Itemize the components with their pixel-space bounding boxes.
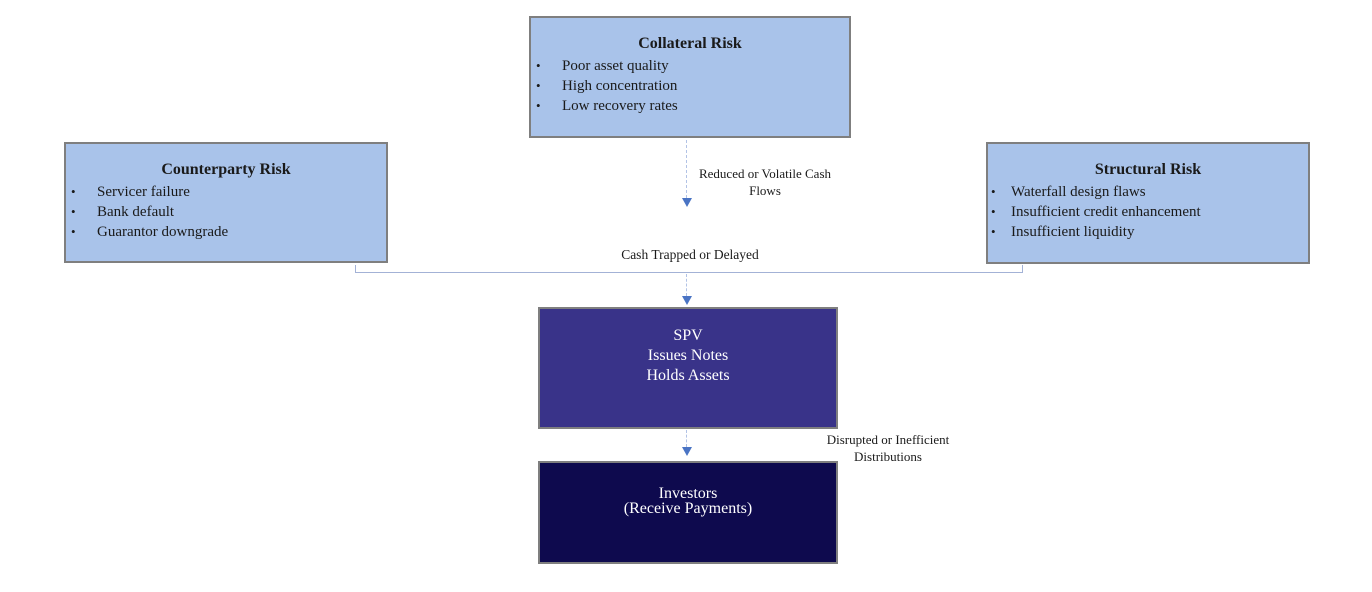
list-item: • Bank default [66,202,386,222]
bullet-text: Insufficient credit enhancement [1011,204,1201,220]
bullet-text: Servicer failure [97,184,190,200]
list-item: • Servicer failure [66,182,386,202]
bullet-text: Insufficient liquidity [1011,224,1135,240]
investors-box-line: Investors [658,485,718,502]
bullet-text: Low recovery rates [562,98,678,114]
collateral-risk-title: Collateral Risk [638,35,742,52]
spv-box-line: Holds Assets [646,367,730,384]
bracket-right-tick [1022,265,1023,272]
bracket-left-tick [355,265,356,272]
counterparty-risk-title: Counterparty Risk [161,161,291,178]
bullet-icon: • [536,98,541,113]
bullet-icon: • [536,58,541,73]
bullet-icon: • [991,204,996,219]
bullet-text: Guarantor downgrade [97,224,229,240]
flow-label-line: Reduced or Volatile Cash [698,166,832,181]
collateral-risk-box: Collateral Risk • Poor asset quality • H… [529,16,851,138]
bullet-icon: • [71,184,76,199]
bullet-text: High concentration [562,78,678,94]
flow-label-line: Flows [749,183,781,198]
flow-label-line: Distributions [854,449,922,464]
bullet-icon: • [991,184,996,199]
structural-risk-box: Structural Risk • Waterfall design flaws… [986,142,1310,264]
list-item: • Poor asset quality [531,56,849,76]
dashed-connector-bracket [686,274,687,296]
bullet-text: Waterfall design flaws [1011,184,1146,200]
dashed-connector-spv [686,430,687,447]
list-item: • Low recovery rates [531,96,849,116]
arrow-down-icon [682,296,692,305]
flow-label-cash-trapped: Cash Trapped or Delayed [621,247,759,262]
bullet-icon: • [71,224,76,239]
list-item: • High concentration [531,76,849,96]
spv-box: SPV Issues Notes Holds Assets [538,307,838,429]
dashed-connector-collateral [686,140,687,198]
spv-box-line: SPV [673,327,703,344]
list-item: • Insufficient liquidity [988,222,1308,242]
bullet-text: Poor asset quality [562,58,669,74]
bracket-line [355,272,1023,273]
bullet-icon: • [991,224,996,239]
list-item: • Insufficient credit enhancement [988,202,1308,222]
bullet-icon: • [536,78,541,93]
investors-box: Investors (Receive Payments) [538,461,838,564]
flow-label-reduced-volatile-cash: Reduced or Volatile Cash Flows [690,165,840,199]
arrow-down-icon [682,198,692,207]
bullet-text: Bank default [97,204,175,220]
arrow-down-icon [682,447,692,456]
investors-box-line: (Receive Payments) [623,500,753,517]
counterparty-risk-box: Counterparty Risk • Servicer failure • B… [64,142,388,263]
bullet-icon: • [71,204,76,219]
spv-box-line: Issues Notes [647,347,729,364]
list-item: • Waterfall design flaws [988,182,1308,202]
flow-label-line: Disrupted or Inefficient [826,432,950,447]
flow-label-disrupted-distributions: Disrupted or Inefficient Distributions [808,431,968,465]
list-item: • Guarantor downgrade [66,222,386,242]
structural-risk-title: Structural Risk [1094,161,1202,178]
